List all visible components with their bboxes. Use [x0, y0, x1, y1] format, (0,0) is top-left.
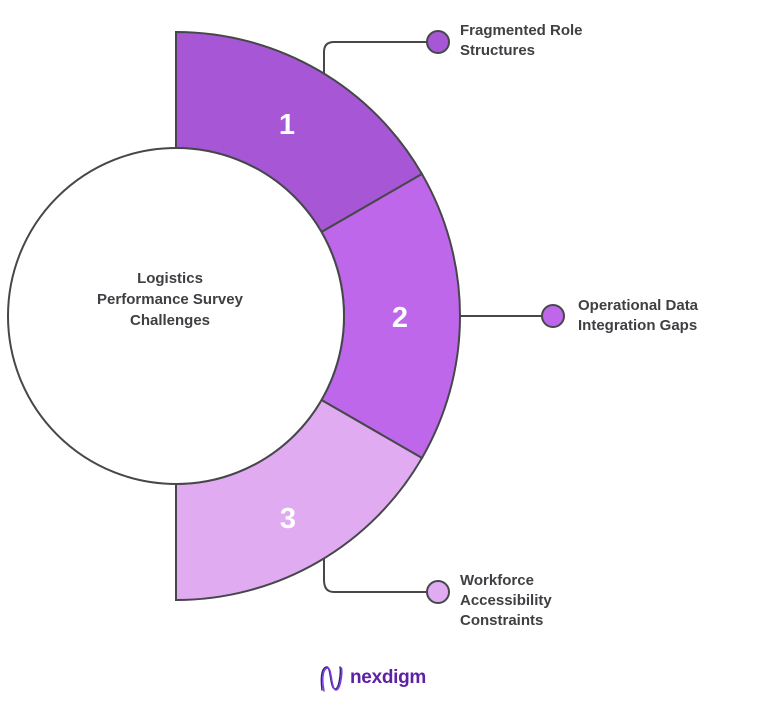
nexdigm-logo-text: nexdigm [350, 667, 427, 688]
segment-3-number: 3 [280, 503, 296, 535]
callout-label-line: Accessibility [460, 592, 552, 609]
callout-label-2: Operational Data Integration Gaps [578, 296, 698, 336]
callout-label-line: Constraints [460, 612, 544, 629]
callout-dot-3 [426, 580, 450, 604]
callout-label-line: Fragmented Role [460, 22, 583, 39]
nexdigm-logo-icon [320, 666, 343, 692]
connector-line-1 [323, 41, 427, 73]
segment-2-number: 2 [392, 302, 408, 334]
callout-label-line: Integration Gaps [578, 317, 698, 334]
center-circle [7, 147, 345, 485]
connector-line-3 [323, 559, 427, 593]
callout-label-3: Workforce Accessibility Constraints [460, 571, 552, 631]
center-title-line: Challenges [129, 312, 211, 329]
callout-label-line: Operational Data [578, 297, 699, 314]
callout-dot-1 [426, 30, 450, 54]
callout-dot-2 [541, 304, 565, 328]
callout-label-line: Structures [460, 42, 536, 59]
callout-label-line: Workforce [460, 572, 534, 589]
callout-label-1: Fragmented Role Structures [460, 21, 583, 61]
center-title: Logistics Performance Survey Challenges [50, 268, 290, 331]
segment-1-number: 1 [279, 109, 295, 141]
center-title-line: Performance Survey [97, 291, 243, 308]
nexdigm-logo: nexdigm [318, 663, 426, 693]
center-title-line: Logistics [137, 270, 203, 287]
